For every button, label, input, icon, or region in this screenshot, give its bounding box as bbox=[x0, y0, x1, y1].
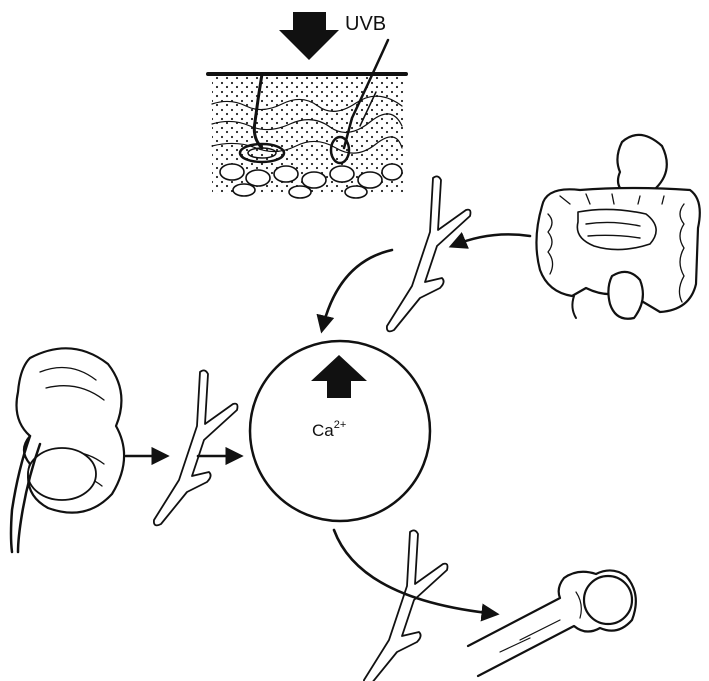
vessel-bottom bbox=[364, 530, 448, 681]
arrow-vessel-to-blood bbox=[322, 250, 392, 330]
skin-section: UVB bbox=[208, 12, 406, 198]
calcium-charge: 2+ bbox=[334, 419, 347, 431]
calcium-base: Ca bbox=[312, 421, 334, 440]
kidney bbox=[11, 348, 124, 552]
uvb-label: UVB bbox=[345, 13, 386, 35]
uvb-arrow-icon bbox=[279, 12, 339, 60]
vessel-top bbox=[387, 176, 471, 331]
intestine bbox=[536, 135, 699, 319]
arrow-intestine-to-vessel bbox=[452, 234, 530, 246]
femur-bone bbox=[468, 570, 636, 676]
vessel-left bbox=[154, 370, 238, 525]
